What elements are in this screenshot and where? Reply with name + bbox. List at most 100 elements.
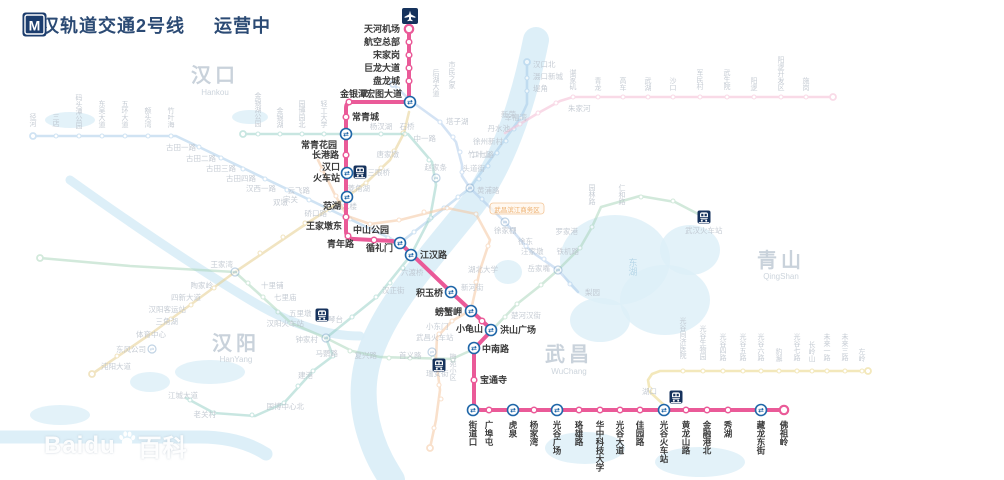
transfer-arrows-icon: ⇄ — [344, 194, 350, 202]
line-1-station-dot — [218, 155, 224, 161]
line-7-station-dot — [485, 243, 491, 249]
line-21-station-dot — [553, 100, 559, 106]
terminus-station-dot — [778, 404, 790, 416]
station-label: 黄龙山路 — [681, 420, 691, 456]
line-21-station-dot — [724, 94, 730, 100]
transfer-station-icon — [444, 285, 458, 299]
transfer-arrows-icon: ⇄ — [408, 252, 414, 260]
railway-icon-wheel — [700, 219, 703, 222]
line-7-path — [316, 158, 492, 450]
watermark-brand: Baidu — [44, 431, 116, 459]
line2-station-金融港北: 金融港北 — [702, 406, 712, 456]
bg-station-label: 武生院 — [724, 68, 731, 91]
line2-station-江汉路: ⇄江汉路 — [404, 248, 448, 262]
bg-station-label: 东吴大道 — [99, 99, 106, 129]
line-1-station-dot — [284, 187, 290, 193]
bg-transfer-arrows-icon: ⇄ — [434, 176, 438, 182]
station-label: 杨家湾 — [530, 420, 539, 447]
bg-station-label: 琴台 — [328, 314, 343, 324]
bg-station-label: 沙口 — [670, 77, 677, 92]
bg-station-label: 武湖 — [645, 76, 652, 92]
line2-station-中南路: ⇄中南路 — [467, 341, 510, 355]
station-dot — [405, 51, 413, 59]
line-1-station-dot — [518, 115, 524, 121]
line2-station-街道口: ⇄街道口 — [466, 403, 480, 447]
bg-station-label: 新河街 — [461, 282, 484, 292]
line-7-station-dot — [367, 221, 373, 227]
bg-station-label: 幸福湾 — [505, 112, 528, 122]
area-name-en: QingShan — [763, 272, 799, 281]
station-label: 巨龙大道 — [364, 62, 400, 73]
station-dot — [344, 232, 352, 240]
line-6-station-dot — [255, 131, 261, 137]
bg-transfer-arrows-icon: ⇄ — [150, 347, 154, 353]
bg-station-label: 武昌火车站 — [416, 332, 454, 342]
lake — [45, 112, 95, 128]
bg-station-label: 朱家河 — [568, 103, 591, 113]
bg-station-label: 光谷六路 — [758, 332, 765, 362]
transfer-station-icon — [754, 403, 768, 417]
bg-station-label: 中一路 — [414, 133, 437, 143]
line-8-station-dot — [395, 86, 401, 92]
background-line-6 — [184, 130, 439, 418]
transfer-station-icon — [403, 95, 417, 109]
lake — [655, 447, 745, 477]
line-1-station-dot — [476, 176, 482, 182]
bg-station-label: 建港 — [298, 370, 313, 380]
line-21-path — [503, 95, 835, 135]
line-1-station-dot — [503, 138, 509, 144]
line-11-station-dot — [809, 368, 815, 374]
transfer-arrows-icon: ⇄ — [758, 407, 764, 415]
line-21-station-dot — [517, 121, 523, 127]
bg-station-label: 汉阳客运站 — [149, 304, 187, 314]
line2-station-光谷广场: ⇄光谷广场 — [550, 403, 564, 456]
bg-station-label: 王家湾 — [211, 259, 234, 269]
railway-icon-window — [676, 393, 679, 397]
station-label: 积玉桥 — [416, 287, 444, 298]
line-3-station-dot — [378, 165, 384, 171]
transfer-arrows-icon: ⇄ — [468, 308, 474, 316]
line-7-station-dot — [473, 279, 479, 285]
line-7-station-dot — [333, 193, 339, 199]
bg-station-label: 光谷四路 — [720, 332, 727, 362]
bg-station-label: 唐家墩 — [377, 149, 400, 159]
bg-station-label: 赵家条 — [425, 162, 448, 172]
station-label: 青年路 — [327, 238, 355, 249]
railway-icon-wheel — [323, 317, 326, 320]
line2-station-光谷火车站: ⇄光谷火车站 — [657, 403, 671, 464]
line-6-station-dot — [349, 314, 355, 320]
bg-transfer-ring — [465, 183, 475, 193]
line-6-station-dot — [321, 131, 327, 137]
railway-icon-rail — [670, 402, 682, 403]
map-header: M 武汉轨道交通2号线 运营中 — [22, 12, 271, 38]
station-label: 小龟山 — [455, 323, 483, 334]
line2-station-盘龙城: 盘龙城 — [373, 75, 413, 86]
bg-station-label: 施岗 — [803, 76, 810, 92]
line-1-station-dot — [494, 150, 500, 156]
bg-transfer-ring — [431, 173, 441, 183]
railway-icon-stripe — [672, 397, 680, 399]
area-name: 汉阳 — [212, 332, 260, 355]
railway-station-icon — [697, 210, 711, 224]
line2-station-藏龙东街: ⇄藏龙东街 — [754, 403, 768, 456]
station-label: 长港路 — [312, 149, 340, 160]
line-3-station-dot — [188, 302, 194, 308]
bg-station-label: 菱角湖 — [348, 183, 371, 193]
railway-icon-window — [322, 311, 325, 315]
station-label: 螃蟹岬 — [435, 306, 462, 317]
line-8-station-dot — [457, 149, 463, 155]
district-badge: 武昌滨江商务区 — [489, 202, 545, 215]
bg-station-label: 梨园 — [585, 288, 600, 297]
line-8-terminus — [389, 80, 397, 88]
line-8-station-dot — [541, 256, 547, 262]
bg-station-label: 金银湖公园 — [255, 91, 262, 128]
bg-transfer-station: ⇄ — [500, 217, 510, 227]
line-1-station-dot — [485, 163, 491, 169]
line-6-station-dot — [277, 131, 283, 137]
line-7-station-dot — [431, 425, 437, 431]
railway-station-icon — [669, 390, 683, 404]
railway-icon-stripe — [435, 365, 443, 367]
line2-station-宝通寺: 宝通寺 — [470, 374, 507, 385]
line2-station-积玉桥: ⇄积玉桥 — [416, 285, 458, 299]
